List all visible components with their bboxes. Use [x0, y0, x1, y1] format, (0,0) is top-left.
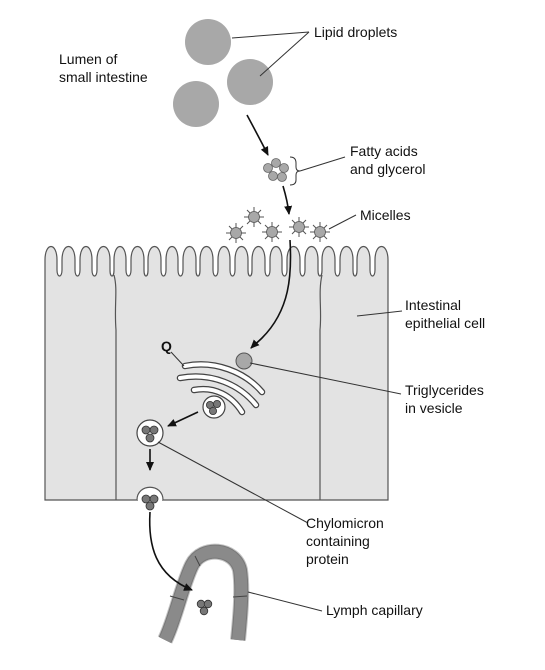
- lipid-droplet: [173, 81, 219, 127]
- label-epithelial-line2: epithelial cell: [405, 315, 485, 331]
- label-lymph-capillary: Lymph capillary: [326, 602, 423, 618]
- micelle: [244, 207, 264, 227]
- label-epithelial-line1: Intestinal: [405, 297, 461, 313]
- golgi-vesicle: [202, 395, 226, 419]
- label-triglycerides-line2: in vesicle: [405, 400, 463, 416]
- cell-boundary-right: [319, 274, 323, 500]
- lipid-droplet: [227, 59, 273, 105]
- label-fatty-acids-line2: and glycerol: [350, 161, 426, 177]
- label-fatty-acids-line1: Fatty acids: [350, 143, 418, 159]
- arrow-golgi-to-chylomicron: [167, 411, 199, 427]
- label-chylomicron-line1: Chylomicron: [306, 515, 384, 531]
- label-triglycerides-line1: Triglycerides: [405, 382, 484, 398]
- labels: Lumen of small intestine Lipid droplets …: [59, 24, 485, 618]
- label-q-marker: Q: [161, 338, 172, 354]
- lipid-droplet: [185, 19, 231, 65]
- lipid-droplets: [173, 19, 273, 127]
- golgi-apparatus: [176, 361, 266, 416]
- fatty-acids-bracket: [289, 156, 301, 186]
- label-micelles: Micelles: [360, 207, 411, 223]
- fatty-acids-cluster: [263, 156, 301, 186]
- arrow-to-lymph: [148, 511, 193, 591]
- chylomicron-exocytosis: [136, 486, 164, 511]
- micelle: [226, 223, 246, 243]
- label-lumen-line1: Lumen of: [59, 51, 117, 67]
- micelle: [289, 217, 309, 237]
- arrow-droplets-to-fatty-acids: [246, 114, 269, 156]
- label-lipid-droplets: Lipid droplets: [314, 24, 397, 40]
- epithelial-cells: [44, 245, 389, 501]
- label-lumen-line2: small intestine: [59, 69, 148, 85]
- micelle: [262, 222, 282, 242]
- arrow-fatty-acids-to-micelles: [282, 185, 293, 215]
- epithelial-cell-row: [44, 245, 389, 501]
- micelles: [226, 207, 330, 243]
- label-chylomicron-line3: protein: [306, 551, 349, 567]
- leader-lines: [157, 31, 403, 612]
- lymph-capillary: [157, 543, 250, 644]
- label-chylomicron-line2: containing: [306, 533, 370, 549]
- triglyceride-vesicle: [235, 352, 253, 370]
- micelle: [310, 222, 330, 242]
- flow-arrows: [146, 114, 293, 591]
- arrow-micelles-into-cell: [250, 239, 292, 349]
- cell-boundary-left: [113, 274, 117, 500]
- chylomicron-vesicle: [136, 419, 164, 447]
